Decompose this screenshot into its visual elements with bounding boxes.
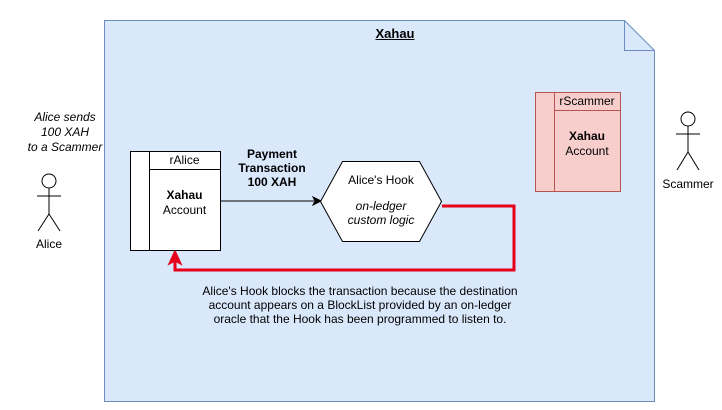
payment-line-3: 100 XAH [247,175,297,189]
scammer-account-line-2: Account [565,144,609,158]
explanation-line-3: oracle that the Hook has been programmed… [213,312,507,326]
payment-arrow[interactable] [221,195,323,207]
alice-account-body: Xahau Account [149,188,220,218]
alice-label: Alice [35,237,62,251]
payment-line-1: Payment [246,147,298,161]
scammer-label: Scammer [662,177,714,191]
scammer-account-body: Xahau Account [554,129,620,159]
block-return-arrow[interactable] [167,204,516,272]
payment-line-2: Transaction [238,161,306,175]
alice-account-line-2: Account [162,203,207,217]
hook-title: Alice's Hook [348,173,414,187]
hook-label: Alice's Hook on-ledger custom logic [322,173,440,227]
explanation-line-2: account appears on a BlockList provided … [208,298,512,312]
payment-label: Payment Transaction 100 XAH [222,147,322,189]
alice-caption-line-1: Alice sends [34,110,96,124]
hook-line-1: on-ledger [355,199,407,213]
alice-account-header: rAlice [149,152,220,170]
hook-line-2: custom logic [347,213,415,227]
scammer-actor-icon[interactable] [676,111,700,171]
alice-caption: Alice sends 100 XAH to a Scammer [5,110,125,155]
hook-hexagon[interactable] [319,161,443,242]
scammer-account-line-1: Xahau [568,129,605,143]
alice-caption-line-3: to a Scammer [27,140,103,154]
explanation-line-1: Alice's Hook blocks the transaction beca… [202,284,518,298]
alice-caption-line-2: 100 XAH [40,125,90,139]
alice-actor-icon[interactable] [37,173,61,232]
container-title: Xahau [375,26,415,41]
alice-account-stripe [149,152,150,250]
alice-account-box[interactable]: rAlice Xahau Account [130,151,221,251]
scammer-account-box[interactable]: rScammer Xahau Account [535,92,621,192]
scammer-account-stripe [554,93,555,191]
explanation-text: Alice's Hook blocks the transaction beca… [170,284,550,326]
container-fold [624,20,655,51]
alice-account-line-1: Xahau [166,188,203,202]
scammer-account-header: rScammer [554,93,620,111]
